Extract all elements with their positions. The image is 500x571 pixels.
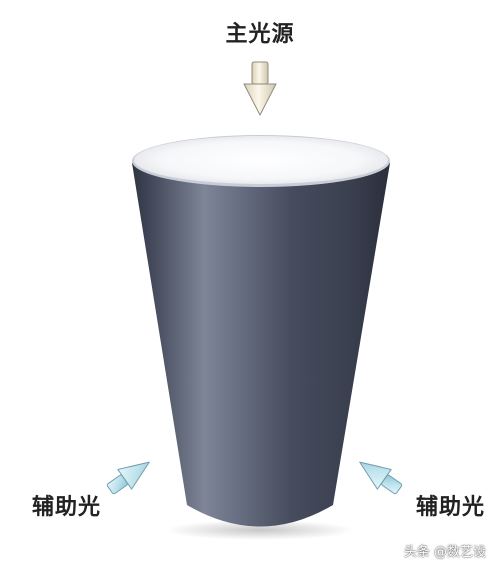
ground-shadow bbox=[165, 520, 355, 540]
cylinder-top-face bbox=[134, 136, 388, 184]
right-fill-light-arrow-icon bbox=[359, 461, 403, 495]
left-fill-light-label: 辅助光 bbox=[32, 495, 102, 520]
left-fill-light-arrow-icon bbox=[106, 461, 150, 495]
main-light-label: 主光源 bbox=[225, 22, 295, 47]
main-light-arrow-icon bbox=[243, 61, 277, 116]
cylinder-body bbox=[132, 163, 390, 527]
watermark: 头条 @数艺设 bbox=[403, 545, 486, 560]
right-fill-light-label: 辅助光 bbox=[416, 495, 486, 520]
